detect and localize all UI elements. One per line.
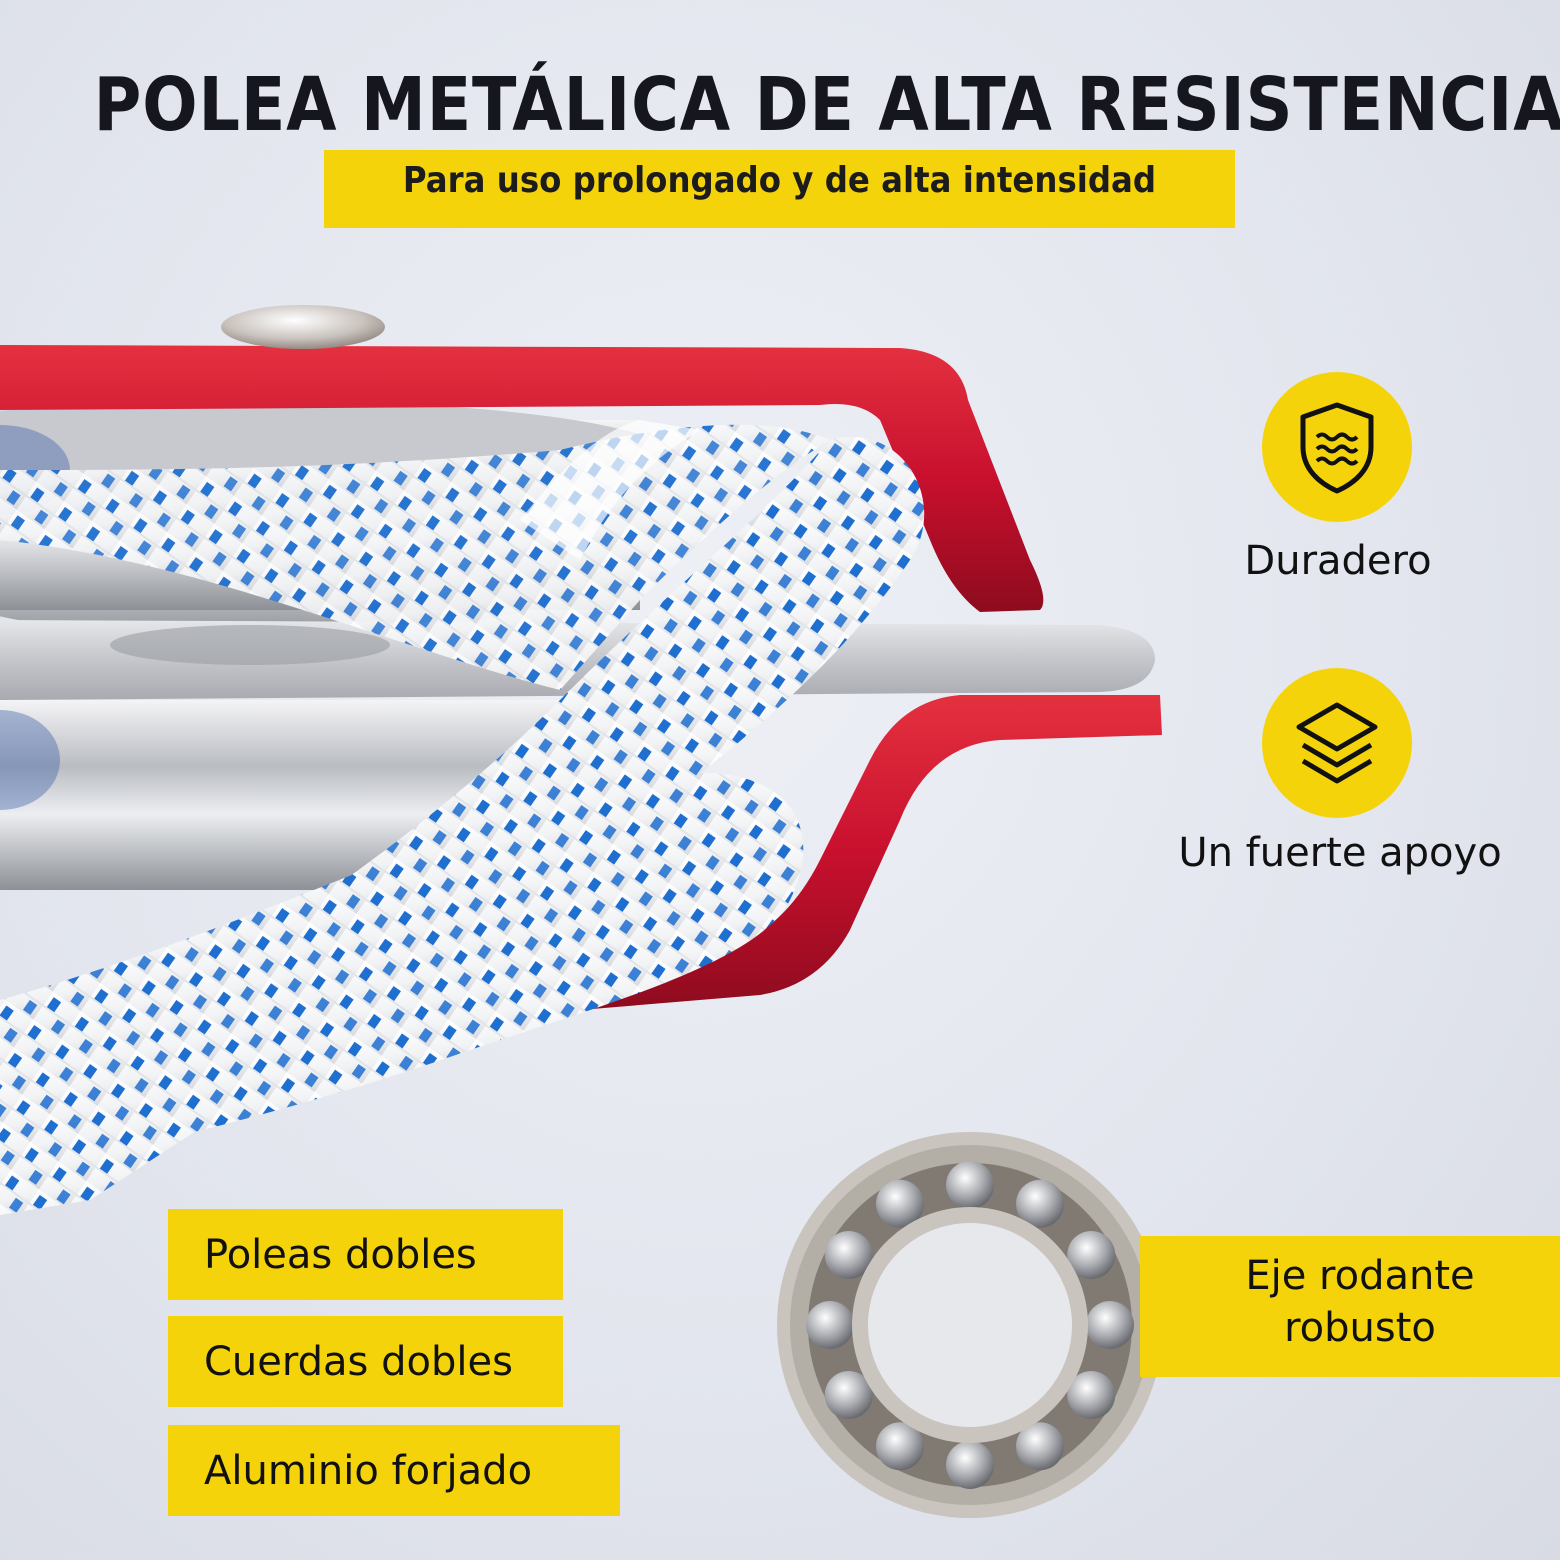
bearing-ball xyxy=(824,1231,873,1279)
bearing-ball xyxy=(806,1301,854,1349)
tag-double-ropes: Cuerdas dobles xyxy=(168,1316,563,1407)
bearing-label-line2: robusto xyxy=(1284,1305,1436,1351)
tag-double-pulleys: Poleas dobles xyxy=(168,1209,563,1300)
bearing-ball xyxy=(946,1161,994,1209)
page-title: POLEA METÁLICA DE ALTA RESISTENCIA xyxy=(93,62,1560,148)
bearing-image xyxy=(777,1132,1163,1518)
feature-support-label: Un fuerte apoyo xyxy=(1178,830,1502,876)
feature-durable-label: Duradero xyxy=(1244,538,1432,584)
bearing-ball xyxy=(824,1371,873,1419)
bearing-ball xyxy=(1016,1422,1064,1471)
layers-icon xyxy=(1296,702,1378,784)
subtitle-banner xyxy=(324,150,1235,228)
bearing-ball xyxy=(1067,1231,1116,1279)
bearing-callout-banner xyxy=(1140,1236,1560,1377)
bearing-ball xyxy=(876,1179,924,1228)
feature-support-badge xyxy=(1262,668,1412,818)
bearing-ball xyxy=(876,1422,924,1471)
bearing-ball xyxy=(946,1441,994,1489)
feature-durable-badge xyxy=(1262,372,1412,522)
bearing-callout-label: Eje rodante robusto xyxy=(1160,1250,1560,1354)
bearing-ball xyxy=(1016,1179,1064,1228)
page-subtitle: Para uso prolongado y de alta intensidad xyxy=(402,160,1157,201)
tag-forged-aluminum: Aluminio forjado xyxy=(168,1425,620,1516)
bearing-label-line1: Eje rodante xyxy=(1245,1253,1475,1299)
bearing-ball xyxy=(1067,1371,1116,1419)
shield-waves-icon xyxy=(1300,402,1374,494)
bearing-ball xyxy=(1086,1301,1134,1349)
